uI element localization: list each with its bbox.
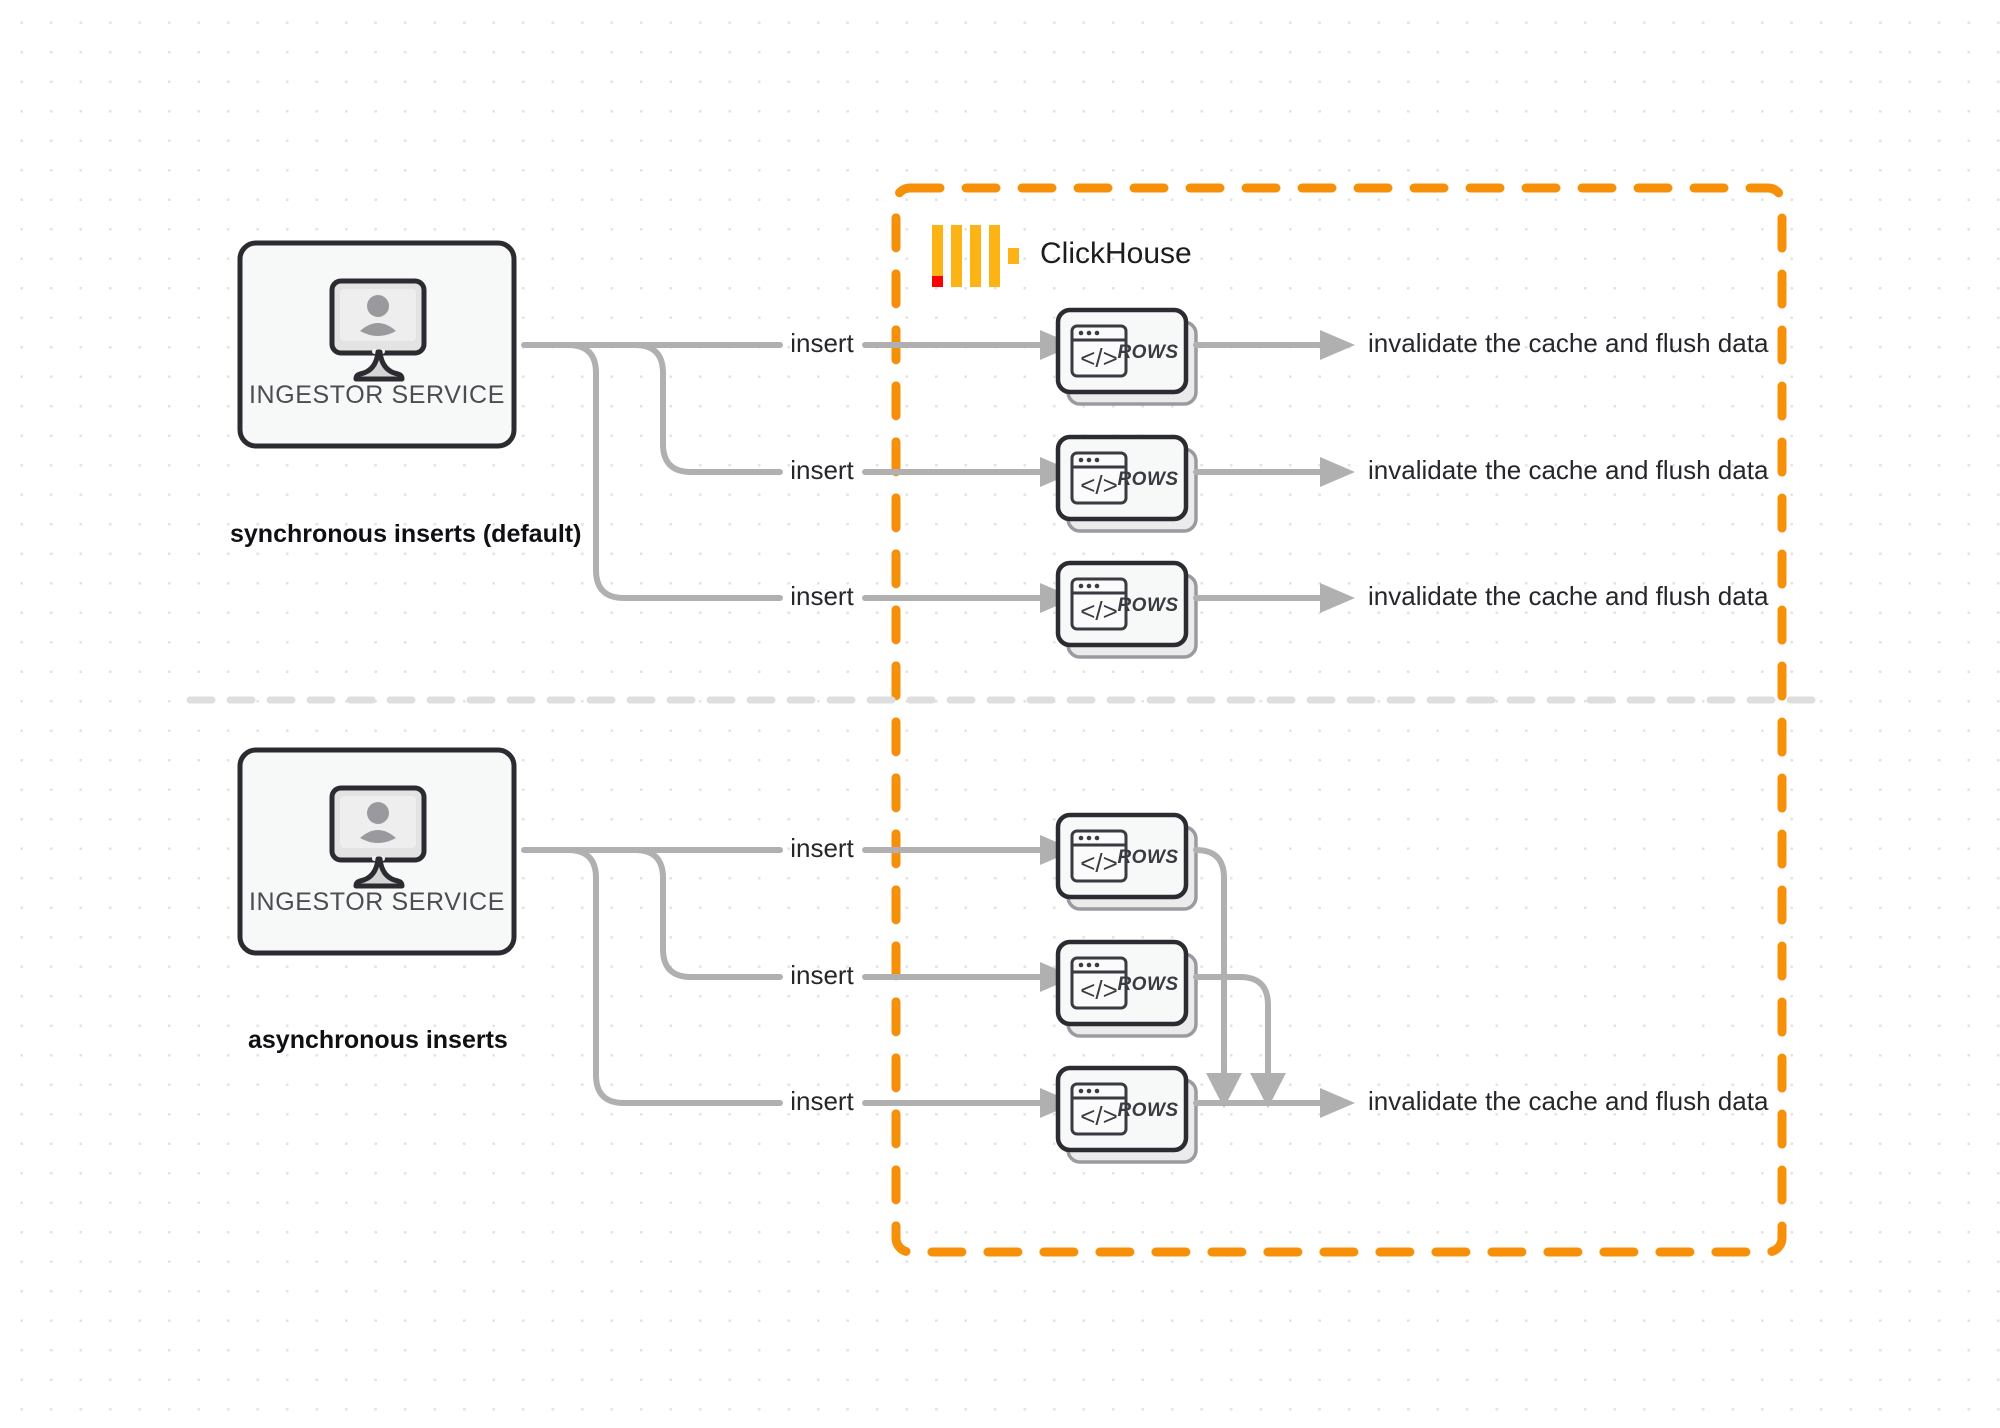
- rows-card-label-sync-2: ROWS: [1117, 469, 1178, 490]
- ingestor-service-box-async[interactable]: INGESTOR SERVICE: [237, 747, 517, 956]
- flow-row-async-1: insert </> ROWS: [790, 812, 1198, 911]
- mode-label-asynchronous: asynchronous inserts: [248, 1026, 508, 1054]
- result-label-sync-2: invalidate the cache and flush data: [1368, 455, 1769, 485]
- rows-card-label-async-2: ROWS: [1117, 974, 1178, 995]
- arrowhead-merge-2: [1250, 1073, 1286, 1108]
- monitor-user-icon: [329, 278, 427, 382]
- code-window-icon: </>: [1070, 829, 1128, 883]
- arrowhead-result-async: [1320, 1088, 1355, 1118]
- rows-card-async-1[interactable]: </> ROWS: [1055, 812, 1198, 911]
- clickhouse-brand-label: ClickHouse: [1040, 237, 1192, 270]
- arrowhead-result-sync-2: [1320, 457, 1355, 487]
- flow-row-sync-2: insert </> ROWS invalidate the cache and: [790, 434, 1769, 533]
- arrowhead-merge-1: [1206, 1073, 1242, 1108]
- svg-text:</>: </>: [1080, 975, 1118, 1005]
- svg-text:</>: </>: [1080, 470, 1118, 500]
- svg-text:</>: </>: [1080, 596, 1118, 626]
- insert-label-sync-1: insert: [790, 328, 854, 358]
- rows-card-async-2[interactable]: </> ROWS: [1055, 939, 1198, 1038]
- rows-card-sync-3[interactable]: </> ROWS: [1055, 560, 1198, 659]
- result-label-sync-1: invalidate the cache and flush data: [1368, 328, 1769, 358]
- arrowhead-result-sync-1: [1320, 330, 1355, 360]
- code-window-icon: </>: [1070, 1082, 1128, 1136]
- rows-card-async-3[interactable]: </> ROWS: [1055, 1065, 1198, 1164]
- rows-card-sync-1[interactable]: </> ROWS: [1055, 307, 1198, 406]
- flow-row-sync-3: insert </> ROWS invalidate the cache and: [790, 560, 1769, 659]
- rows-card-label-sync-3: ROWS: [1117, 595, 1178, 616]
- flow-row-sync-1: insert </> ROWS invalidate the cac: [790, 307, 1769, 406]
- insert-label-async-2: insert: [790, 960, 854, 990]
- insert-label-sync-3: insert: [790, 581, 854, 611]
- result-label-async: invalidate the cache and flush data: [1368, 1086, 1769, 1116]
- rows-card-sync-2[interactable]: </> ROWS: [1055, 434, 1198, 533]
- async-merge-connectors: [1193, 847, 1355, 1118]
- connectors-sync: [521, 342, 783, 601]
- result-label-sync-3: invalidate the cache and flush data: [1368, 581, 1769, 611]
- svg-text:</>: </>: [1080, 848, 1118, 878]
- arrowhead-result-sync-3: [1320, 583, 1355, 613]
- clickhouse-logo-icon: [932, 225, 1019, 287]
- insert-label-sync-2: insert: [790, 455, 854, 485]
- insert-label-async-1: insert: [790, 833, 854, 863]
- mode-label-synchronous: synchronous inserts (default): [230, 520, 581, 548]
- flow-row-async-3: insert </> ROWS: [790, 1065, 1198, 1164]
- code-window-icon: </>: [1070, 577, 1128, 631]
- monitor-user-icon: [329, 785, 427, 889]
- insert-label-async-3: insert: [790, 1086, 854, 1116]
- flow-row-async-2: insert </> ROWS: [790, 939, 1198, 1038]
- code-window-icon: </>: [1070, 324, 1128, 378]
- rows-card-label-async-1: ROWS: [1117, 847, 1178, 868]
- clickhouse-boundary: [891, 183, 1787, 1257]
- code-window-icon: </>: [1070, 956, 1128, 1010]
- svg-text:</>: </>: [1080, 343, 1118, 373]
- rows-card-label-async-3: ROWS: [1117, 1100, 1178, 1121]
- ingestor-service-label-async: INGESTOR SERVICE: [249, 888, 505, 916]
- connectors-async: [521, 847, 783, 1106]
- ingestor-service-box-sync[interactable]: INGESTOR SERVICE: [237, 240, 517, 449]
- ingestor-service-label-sync: INGESTOR SERVICE: [249, 381, 505, 409]
- svg-text:</>: </>: [1080, 1101, 1118, 1131]
- rows-card-label-sync-1: ROWS: [1117, 342, 1178, 363]
- code-window-icon: </>: [1070, 451, 1128, 505]
